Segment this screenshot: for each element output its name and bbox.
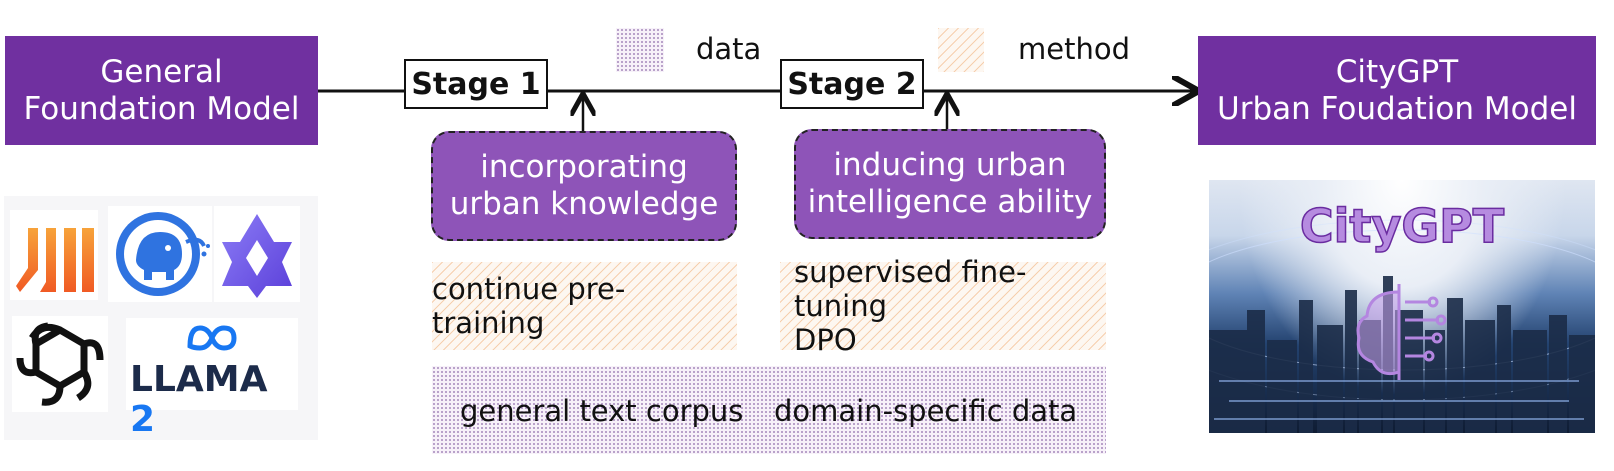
baichuan-logo <box>10 210 98 300</box>
llm-logos-panel: LLAMA 2 <box>4 196 318 440</box>
elephant-logo <box>108 206 212 302</box>
stage2-goal-line2: intelligence ability <box>807 184 1093 220</box>
training-data-box: general text corpus domain-specific data <box>432 366 1106 454</box>
legend-data-swatch <box>616 28 664 72</box>
stage2-method-line1: supervised fine-tuning <box>794 255 1027 323</box>
stage1-goal-line1: incorporating <box>480 149 688 185</box>
stage2-method-line2: DPO <box>794 323 857 357</box>
llama-brand-text: LLAMA <box>130 359 268 400</box>
openai-logo <box>12 316 108 412</box>
citygpt-city-image: CityGPT <box>1209 180 1595 433</box>
citygpt-model-line1: CityGPT <box>1335 53 1459 90</box>
stage1-goal-line2: urban knowledge <box>449 186 719 222</box>
brain-chip-icon <box>1356 284 1447 380</box>
citygpt-model-line2: Urban Foudation Model <box>1217 90 1577 127</box>
citygpt-image-title: CityGPT <box>1299 198 1505 254</box>
stage2-method-box: supervised fine-tuning DPO <box>780 255 1106 357</box>
llama-version-text: 2 <box>130 399 156 440</box>
data-item-domain-specific: domain-specific data <box>774 394 1078 428</box>
stage1-box: Stage 1 <box>404 59 548 109</box>
general-foundation-model-box: General Foundation Model <box>5 36 318 145</box>
meta-infinity-icon <box>187 325 237 351</box>
stage2-goal-box: inducing urban intelligence ability <box>794 129 1106 239</box>
stage2-box: Stage 2 <box>780 59 924 109</box>
legend-method-swatch <box>938 28 984 72</box>
stage2-goal-line1: inducing urban <box>833 147 1067 183</box>
legend-method-label: method <box>1018 32 1130 66</box>
stage1-goal-box: incorporating urban knowledge <box>431 131 737 241</box>
llama2-logo: LLAMA 2 <box>126 318 298 440</box>
city-skyline <box>1209 219 1595 433</box>
citygpt-model-box: CityGPT Urban Foudation Model <box>1198 36 1596 145</box>
legend-data-label: data <box>696 32 762 66</box>
general-model-line2: Foundation Model <box>23 90 300 127</box>
general-model-line1: General <box>100 53 223 90</box>
llama2-wordmark: LLAMA 2 <box>130 360 298 440</box>
stage1-method-text: continue pre-training <box>432 272 626 340</box>
data-item-general-corpus: general text corpus <box>460 394 744 428</box>
stage1-method-box: continue pre-training <box>432 262 737 350</box>
qwen-logo <box>214 206 300 302</box>
